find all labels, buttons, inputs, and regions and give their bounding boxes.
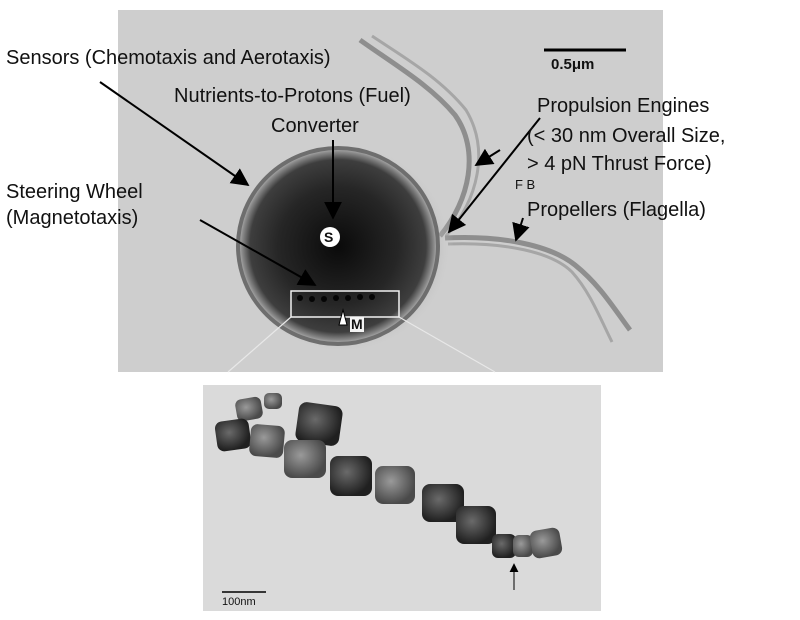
steering-label-line2: (Magnetotaxis): [6, 207, 139, 229]
fb-arrow-upper: [474, 148, 501, 166]
propulsion-label-line1: Propulsion Engines: [537, 95, 710, 117]
flagellum-upper: [358, 37, 472, 238]
propulsion-arrow: [447, 117, 541, 234]
bottom-micrograph: [203, 385, 601, 611]
bottom-scale-label: 100nm: [222, 596, 256, 608]
sensors-label: Sensors (Chemotaxis and Aerotaxis): [6, 47, 331, 69]
m-marker-label: M: [351, 316, 363, 332]
fuel-label-line1: Nutrients-to-Protons (Fuel): [174, 85, 411, 107]
zoom-line-right: [398, 316, 496, 373]
propulsion-label-line3: > 4 pN Thrust Force): [527, 153, 712, 175]
fb-label: F B: [515, 177, 536, 192]
s-marker-label: S: [324, 229, 334, 245]
s-marker: [320, 227, 340, 247]
bacterium-cell: [238, 148, 438, 344]
m-triangle: [338, 308, 348, 326]
sensors-arrow: [99, 81, 250, 187]
propellers-label: Propellers (Flagella): [527, 199, 706, 221]
top-micrograph: [118, 10, 663, 372]
propellers-arrow: [512, 217, 530, 242]
zoom-line-left: [227, 316, 292, 373]
steering-arrow: [199, 219, 317, 286]
fuel-label-line2: Converter: [271, 115, 359, 137]
top-scale-label: 0.5μm: [551, 56, 595, 73]
annotation-arrows: [99, 81, 541, 286]
flagellum-lower: [444, 235, 633, 332]
steering-label-line1: Steering Wheel: [6, 181, 143, 203]
magnetosome-crystals: [214, 393, 563, 559]
propulsion-label-line2: (< 30 nm Overall Size,: [527, 125, 726, 147]
magnetosome-chain-in-cell: [297, 294, 375, 302]
